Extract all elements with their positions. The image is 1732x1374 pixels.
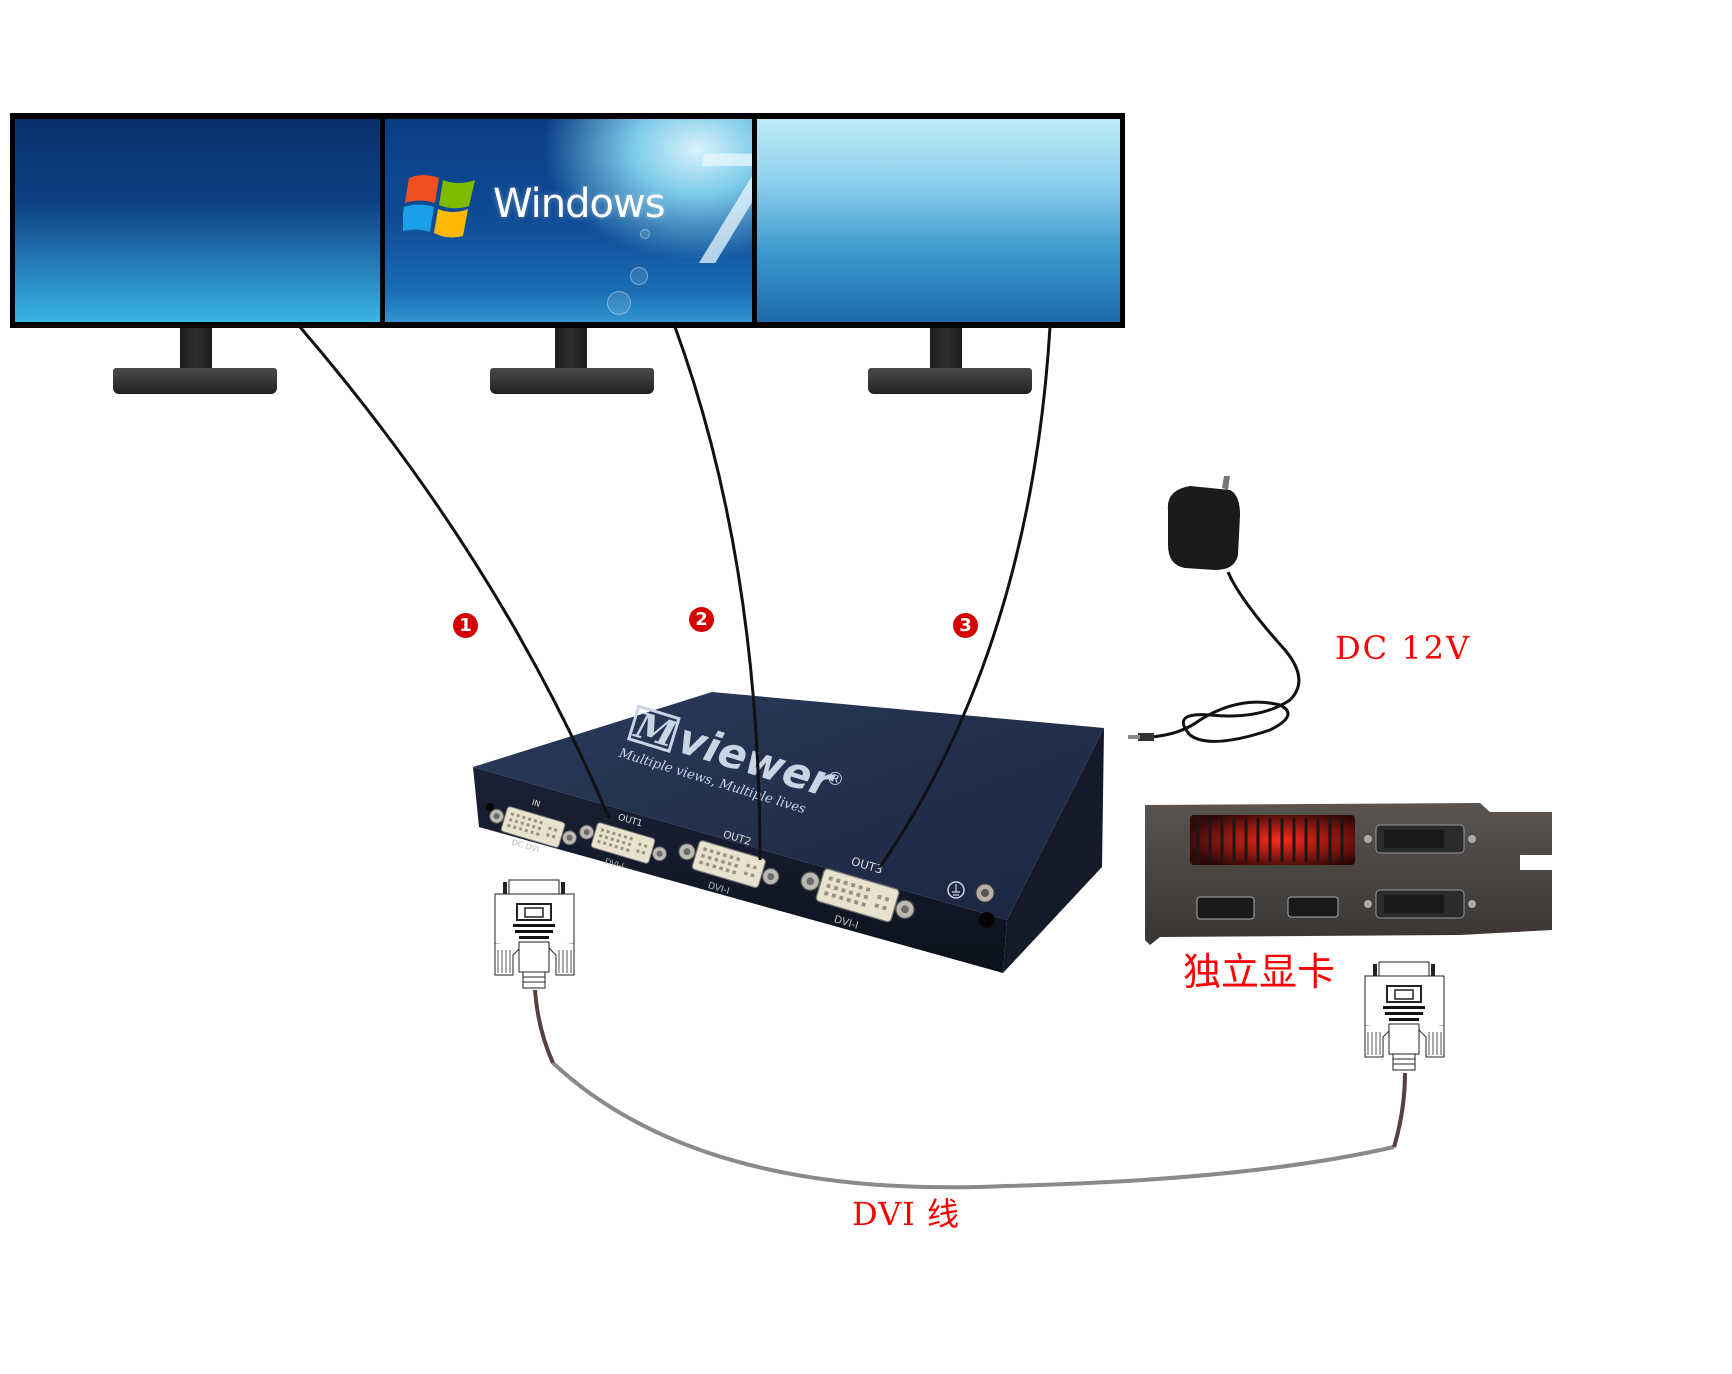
graphics-card [1145, 803, 1552, 945]
monitor-stand-base [868, 368, 1032, 394]
dvi-cable-tail-right [1392, 1072, 1407, 1148]
cable-out1-to-monitor1 [298, 326, 611, 819]
svg-text:IN: IN [531, 798, 542, 809]
power-jack [975, 883, 995, 928]
decorative-bubble [640, 229, 650, 239]
monitor-screen-1 [15, 119, 380, 322]
dvi-cable-tail-left [533, 989, 555, 1064]
mviewer-splitter-device: M viewer ® Multiple views, Multiple live… [473, 692, 1104, 973]
graphics-card-label: 独立显卡 [1183, 950, 1336, 994]
cable-number-badge-3: 3 [953, 613, 978, 638]
dvi-cable-label: DVI 线 [852, 1195, 961, 1233]
monitor-screen-2: 7 Windows [385, 119, 752, 322]
gpu-hdmi-port [1287, 896, 1339, 918]
registered-mark: ® [823, 767, 846, 792]
windows-version-watermark: 7 [685, 137, 752, 287]
cable-number-badge-2: 2 [689, 607, 714, 632]
power-adapter [1128, 476, 1301, 743]
monitor-video-wall: 7 Windows [10, 113, 1125, 328]
monitor-stand-base [113, 368, 277, 394]
dvi-connector-right [1364, 961, 1445, 1071]
dvi-cable [551, 1061, 1395, 1190]
monitor-stand-base [490, 368, 654, 394]
ground-icon [947, 881, 965, 899]
gpu-displayport [1196, 896, 1255, 920]
decorative-bubble [630, 267, 648, 285]
cable-number-badge-1: 1 [453, 613, 478, 638]
monitor-screen-3 [757, 119, 1120, 322]
device-led-hole [486, 803, 494, 811]
decorative-bubble [607, 291, 631, 315]
gpu-vent [1190, 815, 1355, 865]
dvi-connector-left [494, 879, 575, 989]
cable-out3-to-monitor3 [878, 326, 1052, 868]
cable-out2-to-monitor2 [673, 326, 762, 861]
power-label: DC 12V [1335, 629, 1472, 667]
windows-logo-icon [403, 175, 475, 238]
windows-logo-text: Windows [493, 181, 666, 227]
